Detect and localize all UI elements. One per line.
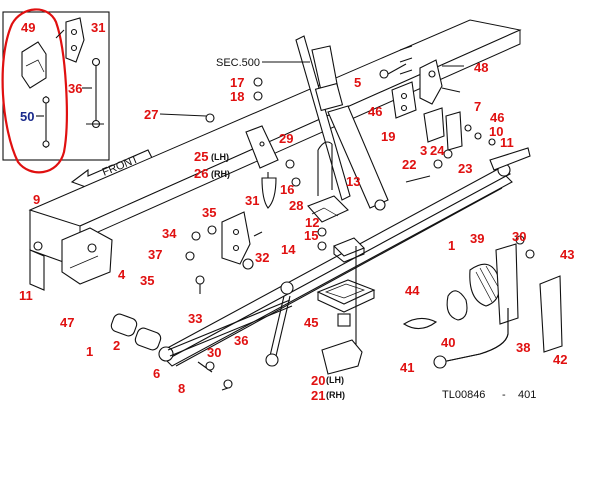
u-bolt-assembly bbox=[245, 125, 349, 223]
callout-29: 29 bbox=[279, 131, 293, 146]
callout-18: 18 bbox=[230, 89, 244, 104]
callout-42: 42 bbox=[553, 352, 567, 367]
callout-4: 4 bbox=[118, 267, 126, 282]
callout-45: 45 bbox=[304, 315, 318, 330]
callout-19: 19 bbox=[381, 129, 395, 144]
callout-6: 6 bbox=[153, 366, 160, 381]
callout-44: 44 bbox=[405, 283, 420, 298]
callout-14: 14 bbox=[281, 242, 296, 257]
callout-21: 21 bbox=[311, 388, 325, 403]
callout-41: 41 bbox=[400, 360, 414, 375]
callout-2: 2 bbox=[113, 338, 120, 353]
callout-9: 9 bbox=[33, 192, 40, 207]
highlight-oval bbox=[1, 8, 68, 174]
inset-detail bbox=[1, 8, 110, 174]
callout-3: 3 bbox=[420, 143, 427, 158]
leaf-spring bbox=[158, 147, 531, 367]
callout-11a: 11 bbox=[500, 135, 514, 150]
callout-1b: 1 bbox=[448, 238, 455, 253]
callout-7: 7 bbox=[474, 99, 481, 114]
bracket-31-inset-shape bbox=[65, 17, 85, 63]
callout-25: 25 bbox=[194, 149, 208, 164]
callout-36b: 36 bbox=[234, 333, 248, 348]
callout-37: 37 bbox=[148, 247, 162, 262]
callout-11b: 11 bbox=[19, 288, 33, 303]
callout-39: 39 bbox=[470, 231, 484, 246]
label-lh-20: (LH) bbox=[326, 375, 344, 385]
rear-stabilizer-parts bbox=[402, 235, 563, 369]
callout-46b: 46 bbox=[490, 110, 504, 125]
label-lh-25: (LH) bbox=[211, 152, 229, 162]
label-rh-26: (RH) bbox=[211, 169, 230, 179]
callout-31: 31 bbox=[91, 20, 105, 35]
callout-35b: 35 bbox=[140, 273, 154, 288]
callout-43: 43 bbox=[560, 247, 574, 262]
bracket-cluster-right bbox=[379, 45, 496, 151]
drawing-code: TL00846 - 401 bbox=[442, 389, 536, 401]
callout-5: 5 bbox=[354, 75, 361, 90]
callout-31b: 31 bbox=[245, 193, 259, 208]
callout-23: 23 bbox=[458, 161, 472, 176]
saddle-plates bbox=[316, 237, 376, 375]
callout-28: 28 bbox=[289, 198, 303, 213]
callout-47: 47 bbox=[60, 315, 74, 330]
callout-1a: 1 bbox=[86, 344, 93, 359]
callout-24: 24 bbox=[430, 143, 445, 158]
callout-27: 27 bbox=[144, 107, 158, 122]
callout-10: 10 bbox=[489, 124, 503, 139]
callout-48: 48 bbox=[474, 60, 488, 75]
callout-26: 26 bbox=[194, 166, 208, 181]
callout-labels: 49 31 36 50 SEC.500 17 18 27 29 28 25 (L… bbox=[19, 20, 574, 403]
bracket-49-shape bbox=[21, 41, 47, 89]
drawing-code-dash: - bbox=[502, 389, 506, 401]
callout-50: 50 bbox=[20, 109, 34, 124]
shock-absorber bbox=[262, 35, 389, 211]
callout-33: 33 bbox=[188, 311, 202, 326]
callout-8: 8 bbox=[178, 381, 185, 396]
section-ref: SEC.500 bbox=[216, 57, 260, 69]
front-hanger bbox=[61, 227, 113, 285]
callout-46a: 46 bbox=[368, 104, 382, 119]
callout-32: 32 bbox=[255, 250, 269, 265]
callout-13: 13 bbox=[346, 174, 360, 189]
hardware-nuts bbox=[33, 77, 453, 251]
callout-15: 15 bbox=[304, 228, 318, 243]
drawing-code-id: TL00846 bbox=[442, 389, 485, 401]
callout-20: 20 bbox=[311, 373, 325, 388]
callout-22: 22 bbox=[402, 157, 416, 172]
label-rh-21: (RH) bbox=[326, 390, 345, 400]
callout-38: 38 bbox=[516, 340, 530, 355]
drawing-code-page: 401 bbox=[518, 389, 536, 401]
callout-30b: 30 bbox=[512, 229, 526, 244]
callout-36: 36 bbox=[68, 81, 82, 96]
callout-17: 17 bbox=[230, 75, 244, 90]
callout-40: 40 bbox=[441, 335, 455, 350]
callout-49: 49 bbox=[21, 20, 35, 35]
stabilizer-assembly bbox=[167, 211, 294, 391]
bushings bbox=[110, 313, 162, 351]
callout-30a: 30 bbox=[207, 345, 221, 360]
callout-12: 12 bbox=[305, 215, 319, 230]
callout-35a: 35 bbox=[202, 205, 216, 220]
callout-34: 34 bbox=[162, 226, 177, 241]
callout-16: 16 bbox=[280, 182, 294, 197]
